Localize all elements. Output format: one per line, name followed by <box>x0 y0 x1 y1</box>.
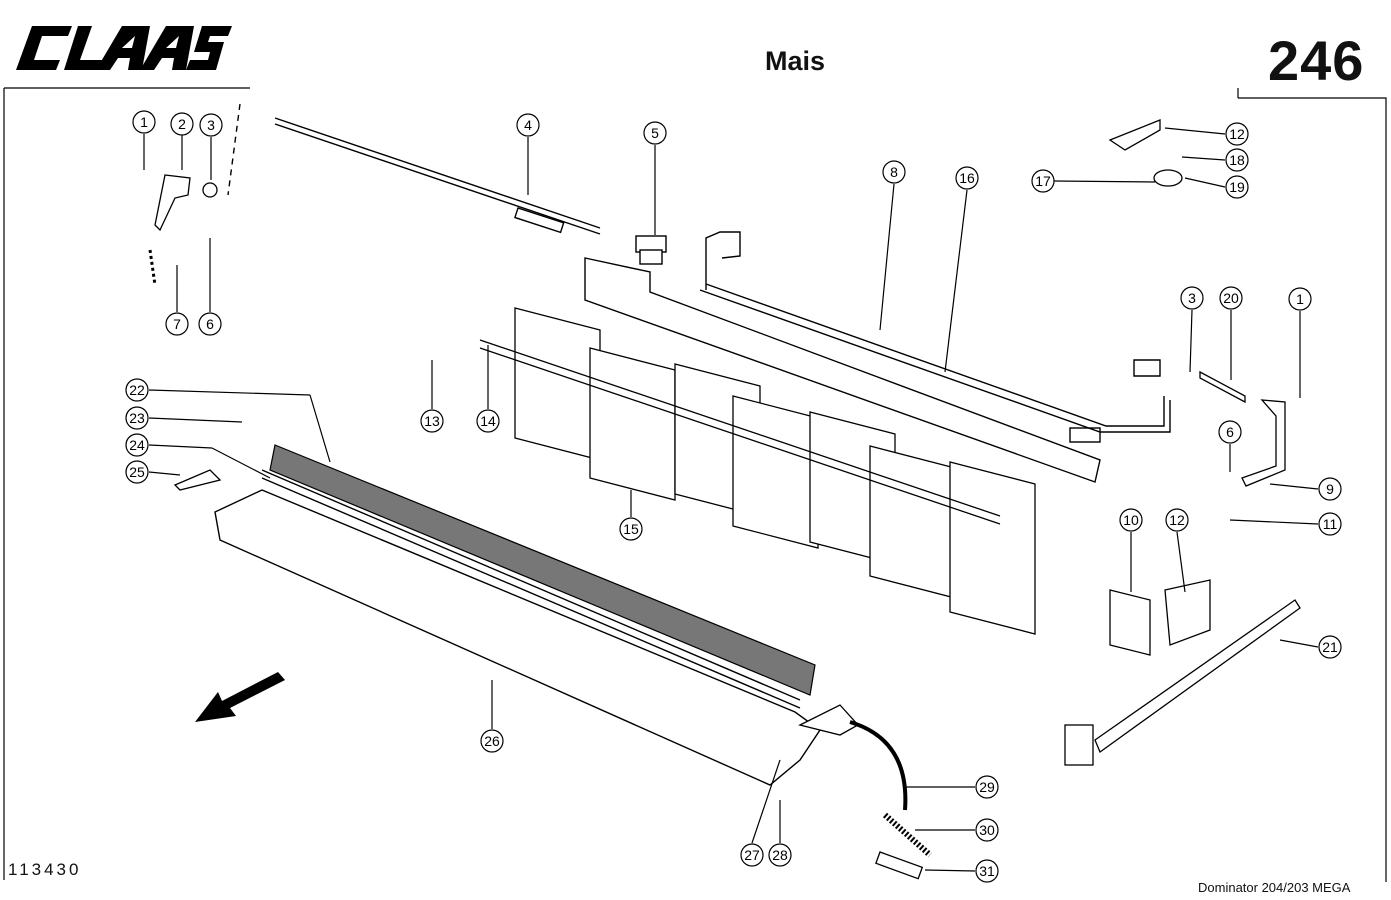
svg-text:2: 2 <box>178 116 186 132</box>
callout-6: 6 <box>198 238 222 336</box>
callout-17: 17 <box>1031 169 1156 193</box>
svg-text:30: 30 <box>979 822 995 838</box>
svg-text:12: 12 <box>1169 512 1185 528</box>
callout-31: 31 <box>924 859 999 883</box>
svg-text:21: 21 <box>1322 639 1338 655</box>
svg-text:10: 10 <box>1123 512 1139 528</box>
svg-text:16: 16 <box>959 170 975 186</box>
top-rail-parts <box>584 231 1171 483</box>
svg-text:29: 29 <box>979 779 995 795</box>
linkage-parts <box>148 174 222 491</box>
callout-16: 16 <box>944 166 979 373</box>
shield-panels <box>479 307 1036 635</box>
svg-text:1: 1 <box>140 114 148 130</box>
svg-text:7: 7 <box>173 316 181 332</box>
svg-text:22: 22 <box>129 382 145 398</box>
callout-7: 7 <box>165 265 189 336</box>
svg-text:11: 11 <box>1323 516 1338 532</box>
svg-text:31: 31 <box>979 863 995 879</box>
svg-text:15: 15 <box>623 521 639 537</box>
callout-3: 3 <box>199 113 223 180</box>
callout-1: 1 <box>132 110 156 170</box>
callout-4: 4 <box>516 113 540 195</box>
svg-text:5: 5 <box>651 125 659 141</box>
callout-27: 27 <box>740 759 781 867</box>
svg-text:9: 9 <box>1326 481 1334 497</box>
svg-text:20: 20 <box>1223 290 1239 306</box>
rubber-strip-part <box>269 444 816 696</box>
svg-text:12: 12 <box>1229 126 1245 142</box>
document-number: 113430 <box>8 860 82 879</box>
callout-6-right: 6 <box>1218 420 1242 472</box>
callout-8: 8 <box>879 160 906 331</box>
callout-22: 22 <box>125 378 331 463</box>
callout-29: 29 <box>905 775 999 799</box>
callout-20: 20 <box>1219 286 1243 380</box>
cover-plate-part <box>214 469 821 786</box>
svg-text:24: 24 <box>129 437 145 453</box>
callout-30: 30 <box>915 818 999 842</box>
callout-18: 18 <box>1181 148 1249 172</box>
rod-part <box>227 103 601 235</box>
callout-23: 23 <box>125 406 243 430</box>
spring-arm-parts <box>798 704 932 880</box>
claas-logo <box>16 26 232 70</box>
svg-text:14: 14 <box>480 413 496 429</box>
svg-text:26: 26 <box>484 733 500 749</box>
svg-text:8: 8 <box>890 164 898 180</box>
callout-26: 26 <box>480 680 504 753</box>
svg-text:23: 23 <box>129 410 145 426</box>
svg-text:3: 3 <box>1188 290 1196 306</box>
callout-15: 15 <box>619 490 643 541</box>
callout-21: 21 <box>1279 635 1342 659</box>
side-parts <box>1064 119 1301 766</box>
svg-text:19: 19 <box>1229 179 1245 195</box>
svg-text:28: 28 <box>772 847 788 863</box>
callout-11: 11 <box>1229 512 1342 536</box>
callout-28: 28 <box>768 800 792 867</box>
machine-model: Dominator 204/203 MEGA <box>1198 880 1351 895</box>
svg-text:13: 13 <box>424 413 440 429</box>
callout-13: 13 <box>420 360 444 433</box>
callout-19: 19 <box>1184 175 1249 199</box>
callout-12: 12 <box>1164 122 1249 146</box>
callout-25: 25 <box>125 460 181 484</box>
svg-text:6: 6 <box>1226 424 1234 440</box>
callout-3-right: 3 <box>1180 286 1204 373</box>
svg-text:1: 1 <box>1296 291 1304 307</box>
svg-text:27: 27 <box>744 847 760 863</box>
callout-10: 10 <box>1119 508 1143 592</box>
page-number: 246 <box>1268 29 1365 92</box>
svg-text:18: 18 <box>1229 152 1245 168</box>
page-title: Mais <box>765 46 826 76</box>
callout-9: 9 <box>1269 477 1342 501</box>
callout-12-right: 12 <box>1165 508 1189 593</box>
callout-24: 24 <box>125 433 271 479</box>
callout-2: 2 <box>170 112 194 170</box>
callout-1-right: 1 <box>1288 287 1312 398</box>
svg-text:17: 17 <box>1035 173 1051 189</box>
svg-text:6: 6 <box>206 316 214 332</box>
svg-text:3: 3 <box>207 117 215 133</box>
drawing-frame <box>3 87 1387 882</box>
callout-14: 14 <box>476 345 500 433</box>
callout-5: 5 <box>643 121 667 235</box>
svg-text:4: 4 <box>524 117 532 133</box>
svg-text:25: 25 <box>129 464 145 480</box>
direction-arrow-icon <box>195 672 285 722</box>
bracket-part <box>635 235 667 265</box>
